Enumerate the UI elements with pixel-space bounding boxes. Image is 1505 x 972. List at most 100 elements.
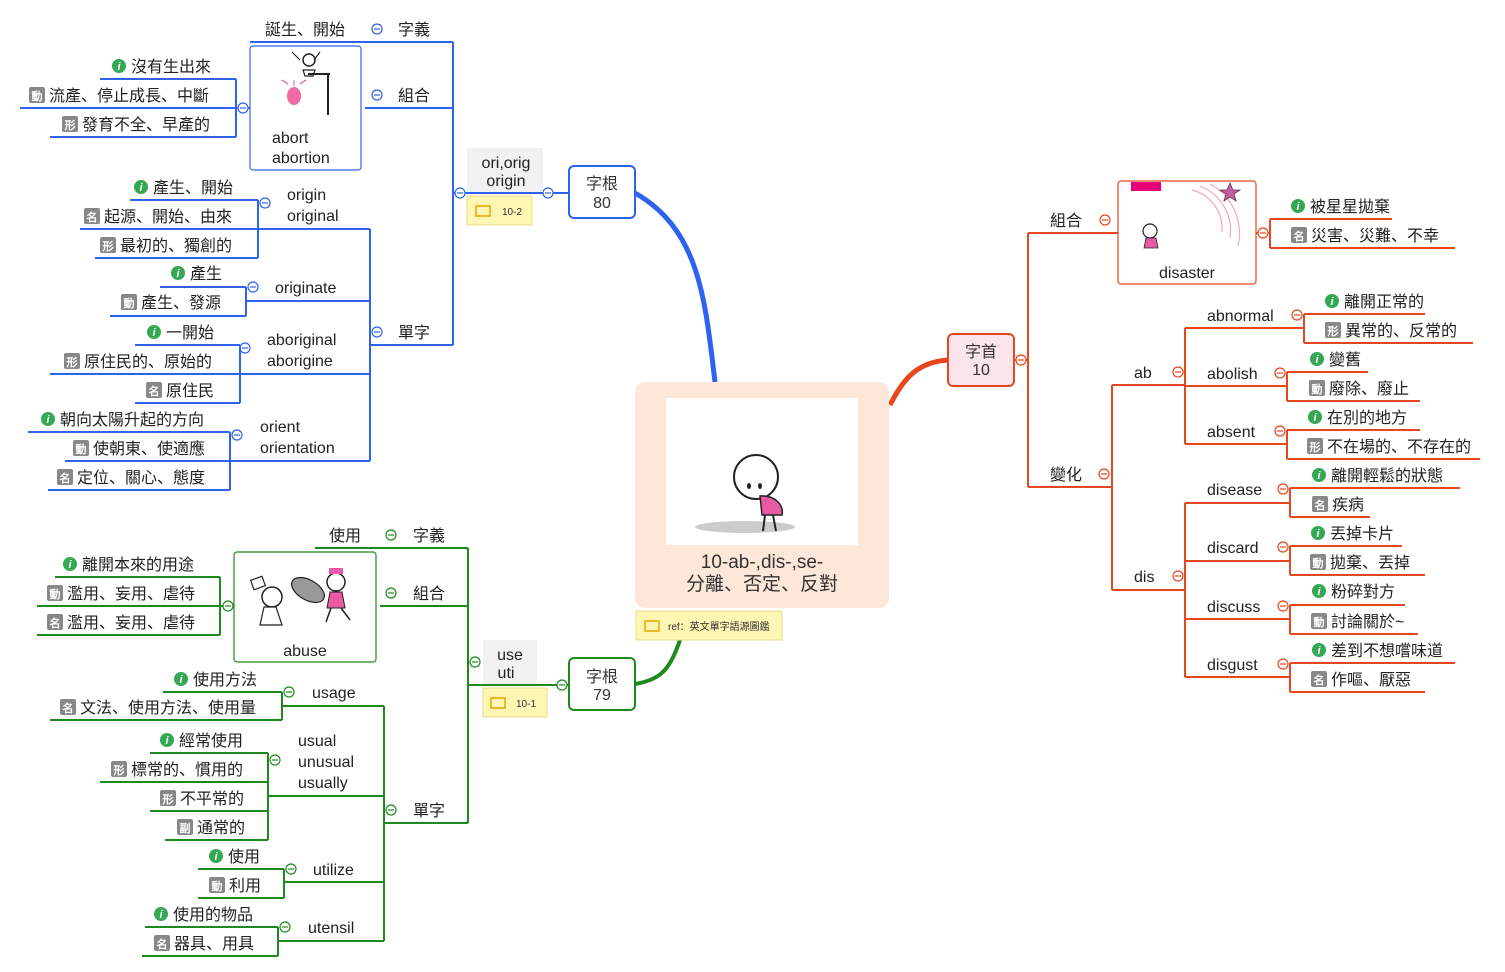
- pos-tag-icon: [47, 614, 63, 630]
- svg-text:名: 名: [1294, 229, 1305, 243]
- collapse-toggle[interactable]: [1172, 570, 1184, 582]
- collapse-toggle[interactable]: [469, 656, 481, 668]
- collapse-toggle[interactable]: [371, 23, 383, 35]
- svg-text:名: 名: [50, 616, 61, 630]
- collapse-toggle[interactable]: [1277, 600, 1289, 612]
- collapse-toggle[interactable]: [1099, 214, 1111, 226]
- note-icon: [475, 205, 491, 217]
- root79-combo-card[interactable]: abuse: [233, 551, 377, 663]
- root79-forms[interactable]: use uti: [483, 640, 537, 686]
- collapse-toggle[interactable]: [1098, 468, 1110, 480]
- prefix-number: 10: [972, 362, 990, 379]
- root79-combo-label: 組合: [413, 585, 445, 603]
- info-icon: [147, 325, 161, 339]
- root80-note[interactable]: 10-2: [466, 195, 533, 226]
- collapse-toggle[interactable]: [231, 429, 243, 441]
- svg-text:名: 名: [1314, 673, 1325, 687]
- collapse-toggle[interactable]: [1277, 483, 1289, 495]
- collapse-toggle[interactable]: [385, 529, 397, 541]
- svg-text:i: i: [1317, 645, 1321, 657]
- pos-tag-icon: [47, 585, 63, 601]
- svg-text:i: i: [176, 268, 180, 280]
- prefix-label: 字首: [965, 343, 997, 361]
- root80-topic[interactable]: 字根 80: [568, 165, 636, 219]
- collapse-toggle[interactable]: [371, 89, 383, 101]
- prefix-topic[interactable]: 字首 10: [947, 333, 1015, 387]
- branch-prefix: [887, 357, 949, 407]
- sense-item: 名 災害、災難、不幸: [1291, 227, 1439, 245]
- pos-tag-icon: [57, 469, 73, 485]
- sense-item: 動 流產、停止成長、中斷: [29, 87, 209, 105]
- svg-text:動: 動: [124, 296, 135, 310]
- root80-combo-word1: abort: [272, 130, 309, 147]
- collapse-toggle[interactable]: [556, 679, 568, 691]
- root80-combo-card[interactable]: abort abortion: [249, 45, 362, 171]
- svg-text:經常使用: 經常使用: [179, 732, 243, 750]
- svg-text:拋棄、丟掉: 拋棄、丟掉: [1330, 554, 1410, 572]
- word-orientation: orientation: [260, 440, 335, 457]
- collapse-toggle[interactable]: [1274, 425, 1286, 437]
- root80-forms[interactable]: ori,orig origin: [467, 148, 543, 194]
- collapse-toggle[interactable]: [1291, 309, 1303, 321]
- word-discard: discard: [1207, 540, 1259, 557]
- svg-text:濫用、妄用、虐待: 濫用、妄用、虐待: [67, 585, 195, 603]
- collapse-toggle[interactable]: [283, 686, 295, 698]
- pos-tag-icon: [1310, 554, 1326, 570]
- sense-text: 發育不全、早產的: [82, 116, 210, 134]
- svg-text:i: i: [1296, 201, 1300, 213]
- collapse-toggle[interactable]: [454, 187, 466, 199]
- root79-number: 79: [593, 687, 611, 704]
- svg-text:標常的、慣用的: 標常的、慣用的: [131, 761, 243, 779]
- collapse-toggle[interactable]: [239, 342, 251, 354]
- collapse-toggle[interactable]: [542, 187, 554, 199]
- collapse-toggle[interactable]: [222, 600, 234, 612]
- pos-tag-icon: [1291, 227, 1307, 243]
- svg-text:廢除、廢止: 廢除、廢止: [1329, 379, 1409, 398]
- svg-text:i: i: [159, 909, 163, 921]
- collapse-toggle[interactable]: [237, 102, 249, 114]
- center-topic[interactable]: 10-ab-,dis-,se- 分離、否定、反對: [635, 382, 889, 608]
- collapse-toggle[interactable]: [1257, 227, 1269, 239]
- sense-item: i 離開輕鬆的狀態: [1312, 466, 1443, 485]
- root79-topic[interactable]: 字根 79: [568, 657, 636, 711]
- branch-root79: [634, 639, 682, 686]
- collapse-toggle[interactable]: [1277, 541, 1289, 553]
- pos-tag-icon: [1309, 380, 1325, 396]
- sense-item: 名 定位、關心、態度: [57, 469, 205, 487]
- center-ref-note[interactable]: ref：英文單字語源圖鑑: [635, 610, 783, 641]
- collapse-toggle[interactable]: [385, 804, 397, 816]
- svg-text:起源、開始、由來: 起源、開始、由來: [104, 208, 232, 226]
- collapse-toggle[interactable]: [247, 281, 259, 293]
- root79-note[interactable]: 10-1: [482, 687, 548, 718]
- root79-meaning-label: 字義: [413, 527, 445, 545]
- root79-label: 字根: [586, 668, 618, 686]
- collapse-toggle[interactable]: [371, 326, 383, 338]
- svg-text:動: 動: [32, 89, 43, 103]
- word-disgust: disgust: [1207, 657, 1258, 674]
- svg-text:利用: 利用: [229, 877, 261, 895]
- prefix-combo-card[interactable]: disaster: [1117, 180, 1257, 285]
- word-disease: disease: [1207, 482, 1262, 499]
- sense-item: 動 討論關於~: [1311, 613, 1404, 631]
- svg-text:i: i: [214, 851, 218, 863]
- info-icon: [209, 849, 223, 863]
- root80-forms-line2: origin: [486, 173, 525, 190]
- svg-text:原住民: 原住民: [166, 382, 214, 400]
- collapse-toggle[interactable]: [1015, 354, 1027, 366]
- prefix-variants-label: 變化: [1050, 466, 1082, 484]
- sense-text: 沒有生出來: [131, 58, 211, 76]
- collapse-toggle[interactable]: [285, 863, 297, 875]
- collapse-toggle[interactable]: [1172, 366, 1184, 378]
- sense-item: 名 濫用、妄用、虐待: [47, 614, 195, 632]
- pos-tag-icon: [1311, 671, 1327, 687]
- collapse-toggle[interactable]: [279, 921, 291, 933]
- collapse-toggle[interactable]: [385, 587, 397, 599]
- svg-text:定位、關心、態度: 定位、關心、態度: [77, 469, 205, 487]
- collapse-toggle[interactable]: [1274, 367, 1286, 379]
- collapse-toggle[interactable]: [259, 197, 271, 209]
- collapse-toggle[interactable]: [269, 754, 281, 766]
- collapse-toggle[interactable]: [1277, 658, 1289, 670]
- sense-item: i 沒有生出來: [112, 58, 211, 76]
- svg-text:器具、用具: 器具、用具: [174, 935, 254, 953]
- svg-text:形: 形: [1328, 325, 1339, 338]
